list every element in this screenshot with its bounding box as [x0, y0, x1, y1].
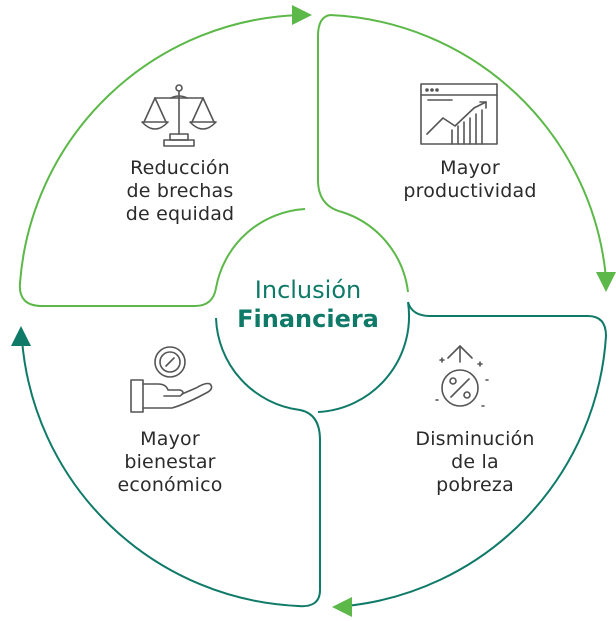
quadrant-top-left-outline: [18, 14, 306, 307]
label-reduccion-brechas: Reducción de brechas de equidad: [125, 157, 235, 225]
label-disminucion-pobreza: Disminución de la pobreza: [415, 428, 535, 496]
balance-scale-icon: [141, 84, 217, 147]
label-mayor-bienestar: Mayor bienestar económico: [117, 428, 223, 496]
quadrant-bottom-left-outline: [21, 317, 321, 608]
center-title-line2: Financiera: [237, 305, 379, 333]
arrow-head-left: [11, 326, 31, 346]
quadrant-bottom-right-outline: [317, 301, 608, 607]
hand-coin-icon: [130, 346, 213, 413]
growth-chart-icon: [420, 83, 498, 145]
label-mayor-productividad: Mayor productividad: [403, 157, 537, 202]
percent-tag-icon: [435, 345, 489, 407]
center-title-line1: Inclusión: [254, 276, 362, 304]
arrow-head-top: [292, 5, 312, 25]
center-title: Inclusión Financiera: [213, 276, 403, 334]
quadrant-top-right-outline: [317, 14, 607, 293]
arrow-head-right: [596, 272, 616, 292]
arrow-head-bottom: [332, 597, 352, 617]
